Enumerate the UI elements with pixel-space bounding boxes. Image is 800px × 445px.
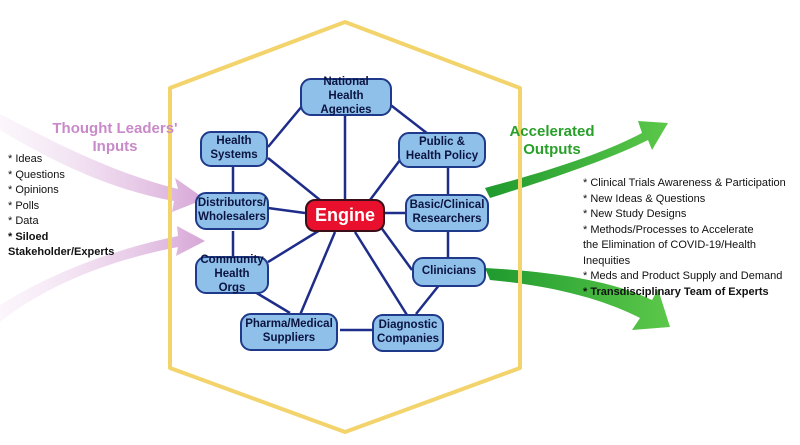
output-item: * New Study Designs [583,208,687,220]
input-item: * Questions [8,168,65,181]
inputs-list: * Ideas * Questions * Opinions * Polls *… [8,152,114,261]
connector-line [267,104,304,148]
connector-line [298,231,337,316]
connector-line [415,283,441,315]
connector-line [369,159,401,201]
node-community-health-orgs: Community Health Orgs [195,254,269,294]
connector-line [267,228,321,264]
connector-line [378,225,414,271]
output-arrow-lower [485,268,670,330]
engine-node: Engine [305,199,385,232]
input-arrow-lower [0,226,205,322]
input-arrow-upper [0,114,205,212]
input-item-emphasis: * Siloed Stakeholder/Experts [8,230,115,259]
input-item: * Opinions [8,184,59,196]
inputs-heading: Thought Leaders' Inputs [52,120,178,155]
output-item: * Methods/Processes to Accelerate the El… [583,223,757,267]
connector-lines [231,102,450,332]
output-item: * Meds and Product Supply and Demand [583,270,783,282]
outputs-heading: Accelerated Outputs [509,123,595,158]
outputs-list: * Clinical Trials Awareness & Participat… [583,176,798,300]
input-item: * Data [8,215,39,227]
connector-line [387,102,429,135]
input-item: * Ideas [8,153,43,165]
node-diagnostic-companies: Diagnostic Companies [372,314,444,352]
output-item: * New Ideas & Questions [583,192,706,205]
node-clinicians: Clinicians [412,257,486,287]
node-distributors-wholesalers: Distributors/ Wholesalers [195,192,269,230]
node-national-health-agencies: National Health Agencies [300,76,392,116]
output-item: * Clinical Trials Awareness & Participat… [583,177,786,189]
connector-line [254,290,291,315]
output-item-emphasis: * Transdisciplinary Team of Experts [583,285,769,298]
connector-line [267,157,321,201]
hexagon-frame [168,20,522,434]
node-basic-clinical-researchers: Basic/Clinical Researchers [405,194,489,232]
connector-line [267,206,306,215]
node-public-health-policy: Public & Health Policy [398,132,486,168]
node-pharma-medical-suppliers: Pharma/Medical Suppliers [240,313,338,351]
node-health-systems: Health Systems [200,131,268,167]
connector-line [353,231,409,316]
output-arrow-upper [485,121,668,198]
input-item: * Polls [8,199,40,212]
